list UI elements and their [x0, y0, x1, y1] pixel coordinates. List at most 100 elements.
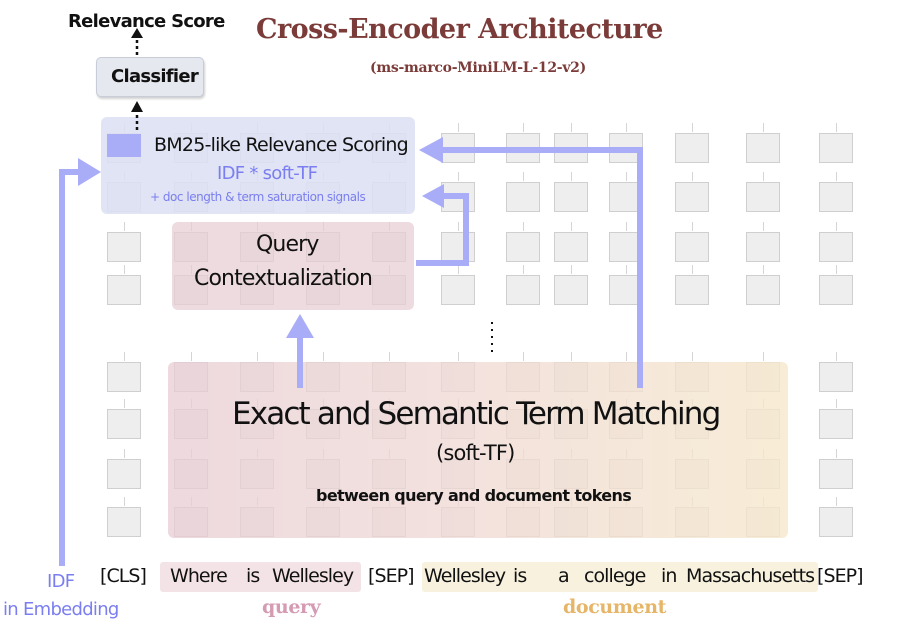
layer-connector-tick [626, 172, 627, 181]
arrowhead-query [286, 314, 314, 338]
token-layer-cell [506, 182, 540, 212]
token-layer-cell [819, 275, 853, 305]
token-layer-cell [609, 182, 643, 212]
classifier-box: Classifier [96, 57, 204, 97]
arrow-idf-to-bm25 [59, 169, 80, 566]
arrowhead-classifier [131, 101, 143, 112]
layer-connector-tick [571, 222, 572, 231]
layer-connector-tick [626, 352, 627, 361]
layer-connector-tick [836, 352, 837, 361]
layer-connector-tick [458, 222, 459, 231]
token-layer-cell [675, 275, 709, 305]
bm25-title: BM25-like Relevance Scoring [154, 134, 409, 156]
layer-connector-tick [458, 123, 459, 132]
layer-connector-tick [692, 352, 693, 361]
layer-connector-tick [692, 222, 693, 231]
arrowhead-idf [78, 158, 101, 186]
token-layer-cell [609, 275, 643, 305]
layer-connector-tick [523, 352, 524, 361]
token-layer-cell [554, 182, 588, 212]
token-layer-cell [609, 232, 643, 262]
token-doc-4: in [661, 565, 677, 587]
idf-label-line1: IDF [47, 571, 75, 592]
token-layer-cell [107, 232, 141, 262]
layer-connector-tick [458, 265, 459, 274]
classifier-label: Classifier [111, 66, 199, 87]
token-layer-cell [554, 232, 588, 262]
arrowhead-bm25-top [419, 137, 443, 163]
layer-connector-tick [763, 123, 764, 132]
matching-line2: (soft-TF) [436, 441, 515, 465]
token-query-0: Where [170, 565, 228, 587]
layer-connector-tick [836, 399, 837, 408]
layer-connector-tick [523, 222, 524, 231]
layer-connector-tick [523, 123, 524, 132]
token-layer-cell [107, 362, 141, 392]
query-contextualization-panel [172, 222, 414, 310]
token-layer-cell [441, 182, 475, 212]
layer-connector-tick [124, 449, 125, 458]
token-layer-cell [746, 182, 780, 212]
layer-connector-tick [523, 172, 524, 181]
token-layer-cell [609, 133, 643, 163]
matching-line1: Exact and Semantic Term Matching [232, 396, 721, 432]
layer-connector-tick [763, 265, 764, 274]
token-layer-cell [441, 133, 475, 163]
diagram-subtitle: (ms-marco-MiniLM-L-12-v2) [370, 60, 586, 76]
bm25-formula: IDF * soft-TF [217, 163, 318, 184]
layer-connector-tick [571, 265, 572, 274]
relevance-score-label: Relevance Score [68, 11, 225, 32]
layer-connector-tick [763, 222, 764, 231]
token-layer-cell [819, 232, 853, 262]
token-query-2: Wellesley [272, 565, 354, 587]
layer-connector-tick [124, 265, 125, 274]
token-layer-cell [746, 275, 780, 305]
layer-connector-tick [323, 352, 324, 361]
layer-connector-tick [389, 352, 390, 361]
token-layer-cell [819, 362, 853, 392]
token-layer-cell [675, 133, 709, 163]
matching-line3: between query and document tokens [316, 486, 632, 505]
token-doc-5: Massachusetts [686, 565, 815, 587]
token-query-1: is [246, 565, 260, 587]
token-cls: [CLS] [100, 565, 147, 587]
layer-connector-tick [124, 352, 125, 361]
token-layer-cell [819, 133, 853, 163]
document-token-highlight [422, 562, 818, 592]
token-layer-cell [107, 409, 141, 439]
token-sep-1: [SEP] [368, 565, 415, 587]
token-layer-cell [819, 182, 853, 212]
token-layer-cell [107, 275, 141, 305]
layer-connector-tick [191, 352, 192, 361]
token-layer-cell [746, 133, 780, 163]
query-ctx-line1: Query [256, 232, 319, 257]
layer-connector-tick [124, 399, 125, 408]
token-layer-cell [107, 507, 141, 537]
query-ctx-line2: Contextualization [194, 266, 373, 291]
layer-connector-tick [763, 352, 764, 361]
layer-connector-tick [571, 172, 572, 181]
layer-connector-tick [626, 123, 627, 132]
document-group-label: document [563, 596, 667, 618]
token-layer-cell [819, 507, 853, 537]
token-doc-2: a [558, 565, 570, 587]
token-layer-cell [554, 133, 588, 163]
query-group-label: query [262, 596, 321, 618]
layer-connector-tick [692, 265, 693, 274]
layer-connector-tick [523, 265, 524, 274]
token-layer-cell [819, 459, 853, 489]
layer-connector-tick [836, 265, 837, 274]
layer-connector-tick [257, 352, 258, 361]
diagram-title: Cross-Encoder Architecture [256, 14, 663, 45]
layer-connector-tick [836, 449, 837, 458]
token-layer-cell [554, 275, 588, 305]
token-layer-cell [675, 232, 709, 262]
token-doc-3: college [584, 565, 646, 587]
token-layer-cell [506, 275, 540, 305]
token-layer-cell [819, 409, 853, 439]
layer-connector-tick [836, 222, 837, 231]
layer-connector-tick [836, 123, 837, 132]
token-doc-0: Wellesley [424, 565, 506, 587]
layer-connector-tick [836, 497, 837, 506]
layer-connector-tick [626, 265, 627, 274]
